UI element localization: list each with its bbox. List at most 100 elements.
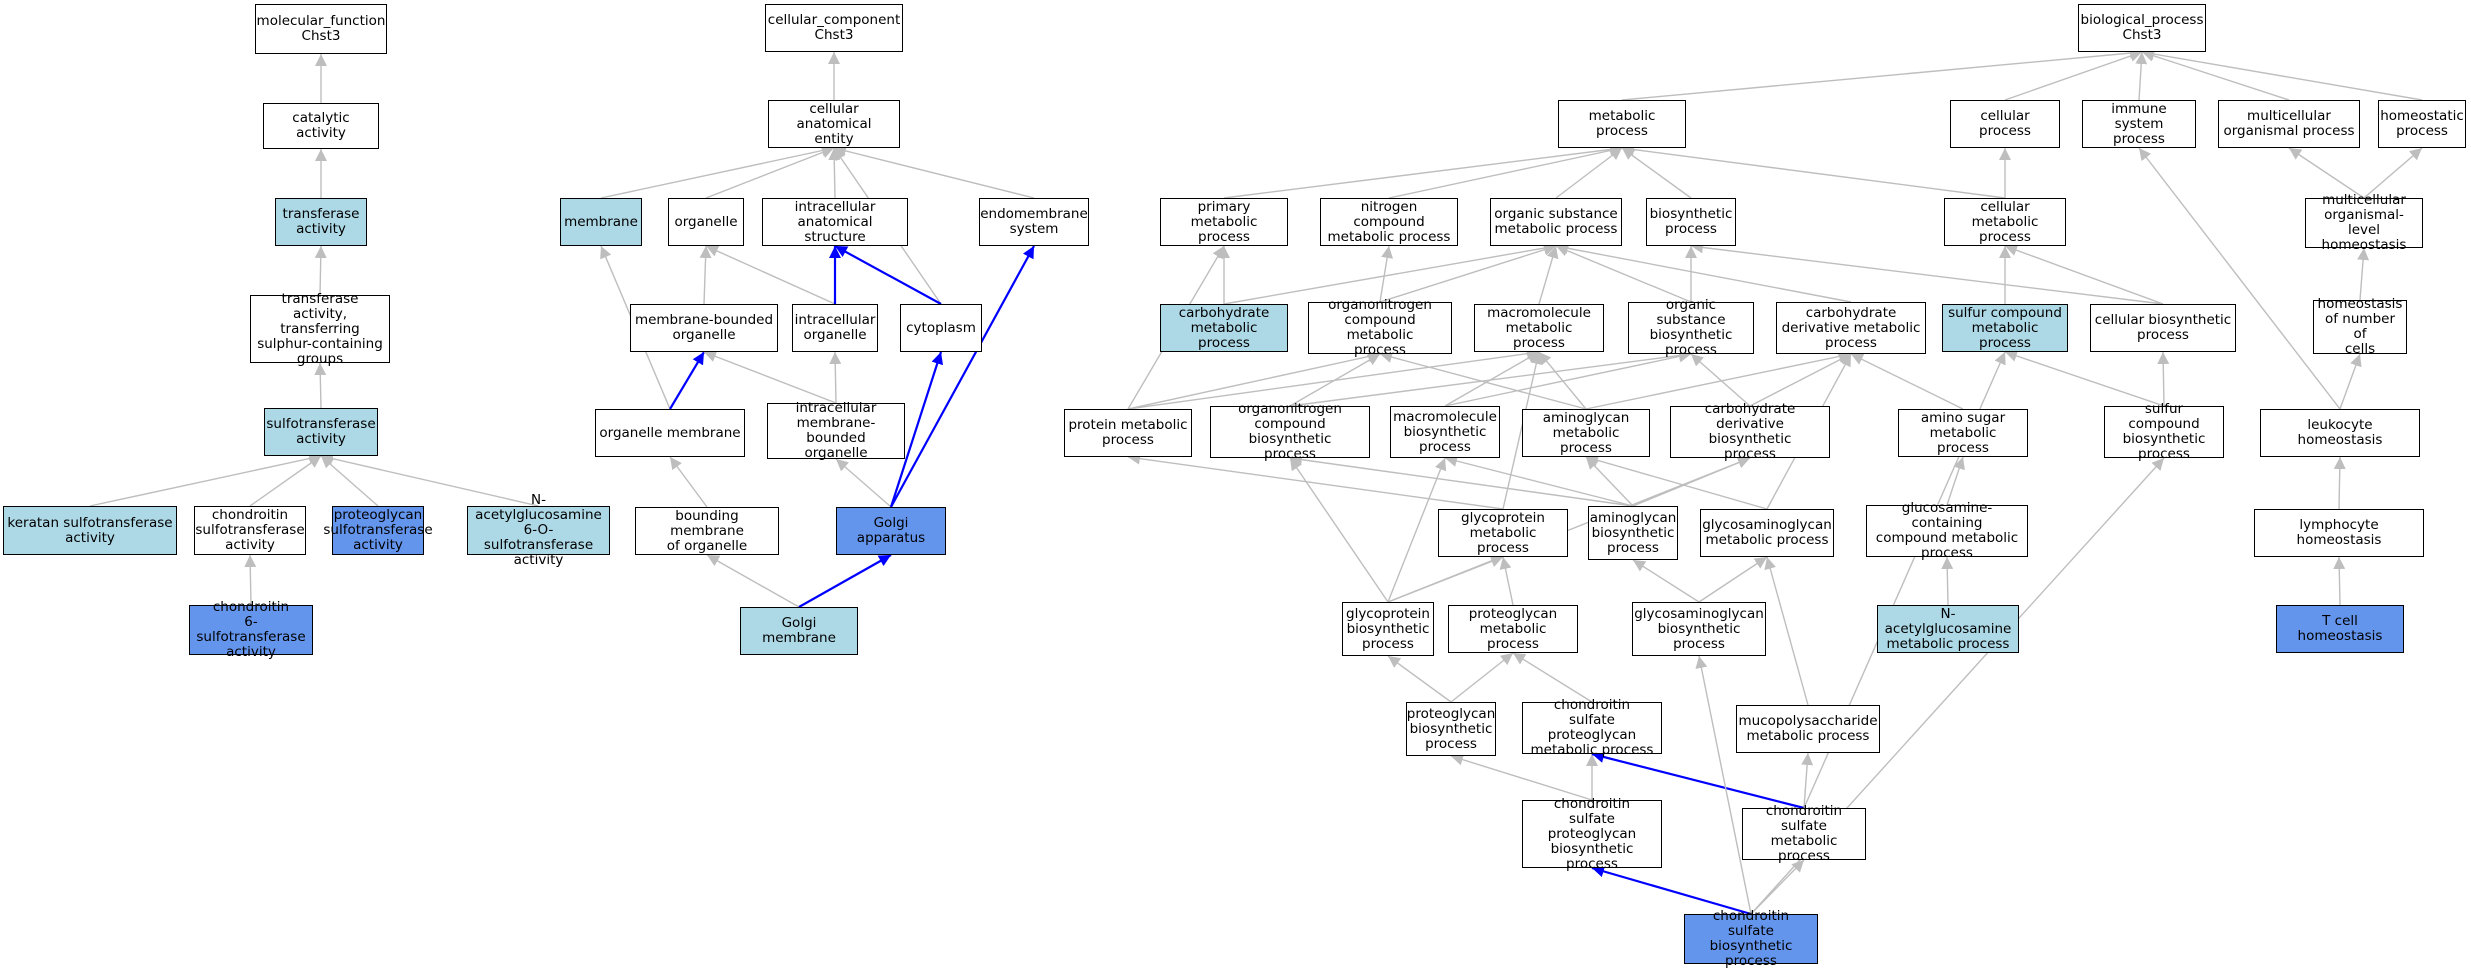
node-organic-substance-biosynthetic[interactable]: organic substance biosynthetic process — [1628, 298, 1754, 358]
node-cytoplasm[interactable]: cytoplasm — [900, 304, 982, 352]
node-glucosamine-containing[interactable]: glucosamine-containing compound metaboli… — [1866, 501, 2028, 561]
node-carbohydrate-derivative-biosynthetic[interactable]: carbohydrate derivative biosynthetic pro… — [1670, 402, 1830, 462]
node-chondroitin-sulfate-metabolic[interactable]: chondroitin sulfate metabolic process — [1742, 804, 1866, 864]
node-organelle-membrane[interactable]: organelle membrane — [595, 409, 745, 457]
edge-intracellular-membrane-bounded-organelle-to-membrane-bounded-organelle — [703, 350, 837, 404]
edge-organonitrogen-metabolic-to-nitrogen-compound-metabolic — [1379, 245, 1394, 303]
edge-bounding-membrane-to-organelle-membrane — [669, 456, 708, 508]
node-glycosaminoglycan-metabolic[interactable]: glycosaminoglycan metabolic process — [1700, 509, 1834, 557]
edge-transferase-sulphur-to-transferase-activity — [314, 245, 327, 296]
node-aminoglycan-metabolic[interactable]: aminoglycan metabolic process — [1522, 409, 1650, 457]
node-bp-root[interactable]: biological_process Chst3 — [2078, 4, 2206, 52]
node-keratan-sulfotransferase[interactable]: keratan sulfotransferase activity — [3, 506, 177, 555]
node-organelle[interactable]: organelle — [668, 198, 744, 246]
edge-protein-metabolic-to-organonitrogen-metabolic — [1127, 350, 1381, 410]
edge-intracellular-organelle-to-organelle — [705, 245, 836, 305]
node-proteoglycan-metabolic[interactable]: proteoglycan metabolic process — [1448, 605, 1578, 653]
node-catalytic-activity[interactable]: catalytic activity — [263, 103, 379, 149]
node-glycosaminoglycan-biosynthetic[interactable]: glycosaminoglycan biosynthetic process — [1632, 602, 1766, 656]
node-sulfur-compound-biosynthetic[interactable]: sulfur compound biosynthetic process — [2104, 402, 2224, 462]
node-biosynthetic-process[interactable]: biosynthetic process — [1646, 198, 1736, 246]
node-organonitrogen-metabolic[interactable]: organonitrogen compound metabolic proces… — [1308, 298, 1452, 358]
node-metabolic-process[interactable]: metabolic process — [1558, 100, 1686, 148]
edge-golgi-membrane-to-golgi-apparatus — [798, 554, 892, 608]
edge-nacetylglucosamine-metabolic-to-glucosamine-containing — [1941, 556, 1954, 606]
edge-glycoprotein-metabolic-to-macromolecule-metabolic — [1502, 351, 1543, 510]
node-protein-metabolic[interactable]: protein metabolic process — [1064, 409, 1192, 457]
node-cellular-process[interactable]: cellular process — [1950, 100, 2060, 148]
node-leukocyte-homeostasis[interactable]: leukocyte homeostasis — [2260, 409, 2420, 457]
node-macromolecule-biosynthetic[interactable]: macromolecule biosynthetic process — [1390, 406, 1500, 458]
node-multicellular-organismal-process[interactable]: multicellular organismal process — [2218, 100, 2360, 148]
node-glycoprotein-biosynthetic[interactable]: glycoprotein biosynthetic process — [1342, 602, 1434, 656]
node-bounding-membrane[interactable]: bounding membrane of organelle — [635, 507, 779, 555]
node-transferase-activity[interactable]: transferase activity — [275, 198, 367, 246]
node-carbohydrate-metabolic[interactable]: carbohydrate metabolic process — [1160, 304, 1288, 352]
node-proteoglycan-sulfotransferase[interactable]: proteoglycan sulfotransferase activity — [323, 506, 433, 555]
edge-organic-substance-biosynthetic-to-organic-substance-metabolic — [1555, 245, 1692, 303]
node-nacetylglucosamine-metabolic[interactable]: N-acetylglucosamine metabolic process — [1877, 605, 2019, 653]
node-endomembrane-system[interactable]: endomembrane system — [979, 198, 1089, 246]
edge-macromolecule-metabolic-to-organic-substance-metabolic — [1538, 245, 1559, 305]
edge-organonitrogen-biosynthetic-to-organonitrogen-metabolic — [1289, 353, 1381, 407]
node-cellular-biosynthetic[interactable]: cellular biosynthetic process — [2090, 304, 2236, 352]
node-mucopolysaccharide-metabolic[interactable]: mucopolysaccharide metabolic process — [1736, 705, 1880, 753]
edge-aminoglycan-biosynthetic-to-macromolecule-biosynthetic — [1444, 455, 1634, 507]
edge-glycoprotein-metabolic-to-protein-metabolic — [1127, 452, 1504, 510]
node-cellular-metabolic[interactable]: cellular metabolic process — [1944, 198, 2066, 246]
node-membrane[interactable]: membrane — [560, 198, 642, 246]
edge-proteoglycan-biosynthetic-to-glycoprotein-biosynthetic — [1387, 655, 1452, 703]
node-intracellular-anatomical-structure[interactable]: intracellular anatomical structure — [762, 198, 908, 246]
edge-metabolic-process-to-bp-root — [1621, 47, 2143, 101]
node-membrane-bounded-organelle[interactable]: membrane-bounded organelle — [630, 304, 778, 352]
edge-immune-system-process-to-bp-root — [2135, 51, 2148, 101]
node-chondroitin-sulfotransferase[interactable]: chondroitin sulfotransferase activity — [194, 506, 306, 555]
node-lymphocyte-homeostasis[interactable]: lymphocyte homeostasis — [2254, 509, 2424, 557]
node-chondroitin-6-sulfotransferase[interactable]: chondroitin 6-sulfotransferase activity — [189, 600, 313, 660]
node-nacetylglucosamine-6o-sulfotransferase[interactable]: N-acetylglucosamine 6-O-sulfotransferase… — [467, 493, 610, 568]
node-sulfotransferase-activity[interactable]: sulfotransferase activity — [264, 408, 378, 456]
node-chondroitin-sulfate-pg-biosynthetic[interactable]: chondroitin sulfate proteoglycan biosynt… — [1522, 796, 1662, 871]
edge-cellular-biosynthetic-to-biosynthetic-process — [1690, 241, 2164, 305]
node-amino-sugar-metabolic[interactable]: amino sugar metabolic process — [1898, 409, 2028, 457]
node-golgi-membrane[interactable]: Golgi membrane — [740, 607, 858, 655]
edge-biosynthetic-process-to-metabolic-process — [1621, 147, 1692, 199]
edge-golgi-membrane-to-bounding-membrane — [706, 554, 800, 608]
node-sulfur-compound-metabolic[interactable]: sulfur compound metabolic process — [1942, 304, 2068, 352]
node-glycoprotein-metabolic[interactable]: glycoprotein metabolic process — [1438, 509, 1568, 557]
edge-aminoglycan-biosynthetic-to-organonitrogen-biosynthetic — [1289, 453, 1634, 507]
node-intracellular-membrane-bounded-organelle[interactable]: intracellular membrane-bounded organelle — [767, 401, 905, 461]
edge-endomembrane-system-to-cellular-anatomical-entity — [833, 145, 1035, 199]
edge-sulfur-compound-biosynthetic-to-cellular-biosynthetic — [2157, 351, 2170, 407]
node-chondroitin-sulfate-pg-metabolic[interactable]: chondroitin sulfate proteoglycan metabol… — [1522, 698, 1662, 758]
node-t-cell-homeostasis[interactable]: T cell homeostasis — [2276, 605, 2404, 653]
edge-organelle-membrane-to-membrane-bounded-organelle — [669, 351, 705, 410]
node-carbohydrate-derivative-metabolic[interactable]: carbohydrate derivative metabolic proces… — [1776, 302, 1926, 354]
edge-primary-metabolic-to-metabolic-process — [1223, 143, 1623, 199]
edge-cellular-metabolic-to-metabolic-process — [1621, 143, 2006, 199]
node-homeostatic-process[interactable]: homeostatic process — [2378, 100, 2466, 148]
node-proteoglycan-biosynthetic[interactable]: proteoglycan biosynthetic process — [1406, 702, 1496, 756]
edge-carbohydrate-metabolic-to-organic-substance-metabolic — [1223, 242, 1557, 305]
node-multicellular-organismal-homeostasis[interactable]: multicellular organismal-level homeostas… — [2305, 193, 2423, 253]
node-macromolecule-metabolic[interactable]: macromolecule metabolic process — [1474, 304, 1604, 352]
node-homeostasis-of-number-of-cells[interactable]: homeostasis of number of cells — [2313, 297, 2407, 357]
node-nitrogen-compound-metabolic[interactable]: nitrogen compound metabolic process — [1320, 198, 1458, 246]
node-golgi-apparatus[interactable]: Golgi apparatus — [836, 507, 946, 555]
node-immune-system-process[interactable]: immune system process — [2082, 100, 2196, 148]
node-aminoglycan-biosynthetic[interactable]: aminoglycan biosynthetic process — [1588, 506, 1678, 560]
node-organonitrogen-biosynthetic[interactable]: organonitrogen compound biosynthetic pro… — [1210, 402, 1370, 462]
edge-keratan-sulfotransferase-to-sulfotransferase-activity — [89, 452, 322, 507]
node-mf-root[interactable]: molecular_function Chst3 — [255, 4, 387, 54]
edge-t-cell-homeostasis-to-lymphocyte-homeostasis — [2333, 556, 2346, 606]
node-chondroitin-sulfate-biosynthetic[interactable]: chondroitin sulfate biosynthetic process — [1684, 909, 1818, 969]
node-organic-substance-metabolic[interactable]: organic substance metabolic process — [1490, 198, 1622, 246]
edge-chondroitin-sulfate-metabolic-to-chondroitin-sulfate-pg-metabolic — [1591, 751, 1805, 810]
node-transferase-sulphur[interactable]: transferase activity, transferring sulph… — [250, 291, 390, 366]
node-cc-root[interactable]: cellular_component Chst3 — [765, 4, 903, 52]
edge-glycoprotein-biosynthetic-to-organonitrogen-biosynthetic — [1289, 457, 1389, 603]
edge-glycosaminoglycan-biosynthetic-to-glycosaminoglycan-metabolic — [1698, 556, 1768, 603]
node-cellular-anatomical-entity[interactable]: cellular anatomical entity — [768, 100, 900, 148]
node-intracellular-organelle[interactable]: intracellular organelle — [792, 304, 878, 352]
node-primary-metabolic[interactable]: primary metabolic process — [1160, 198, 1288, 246]
